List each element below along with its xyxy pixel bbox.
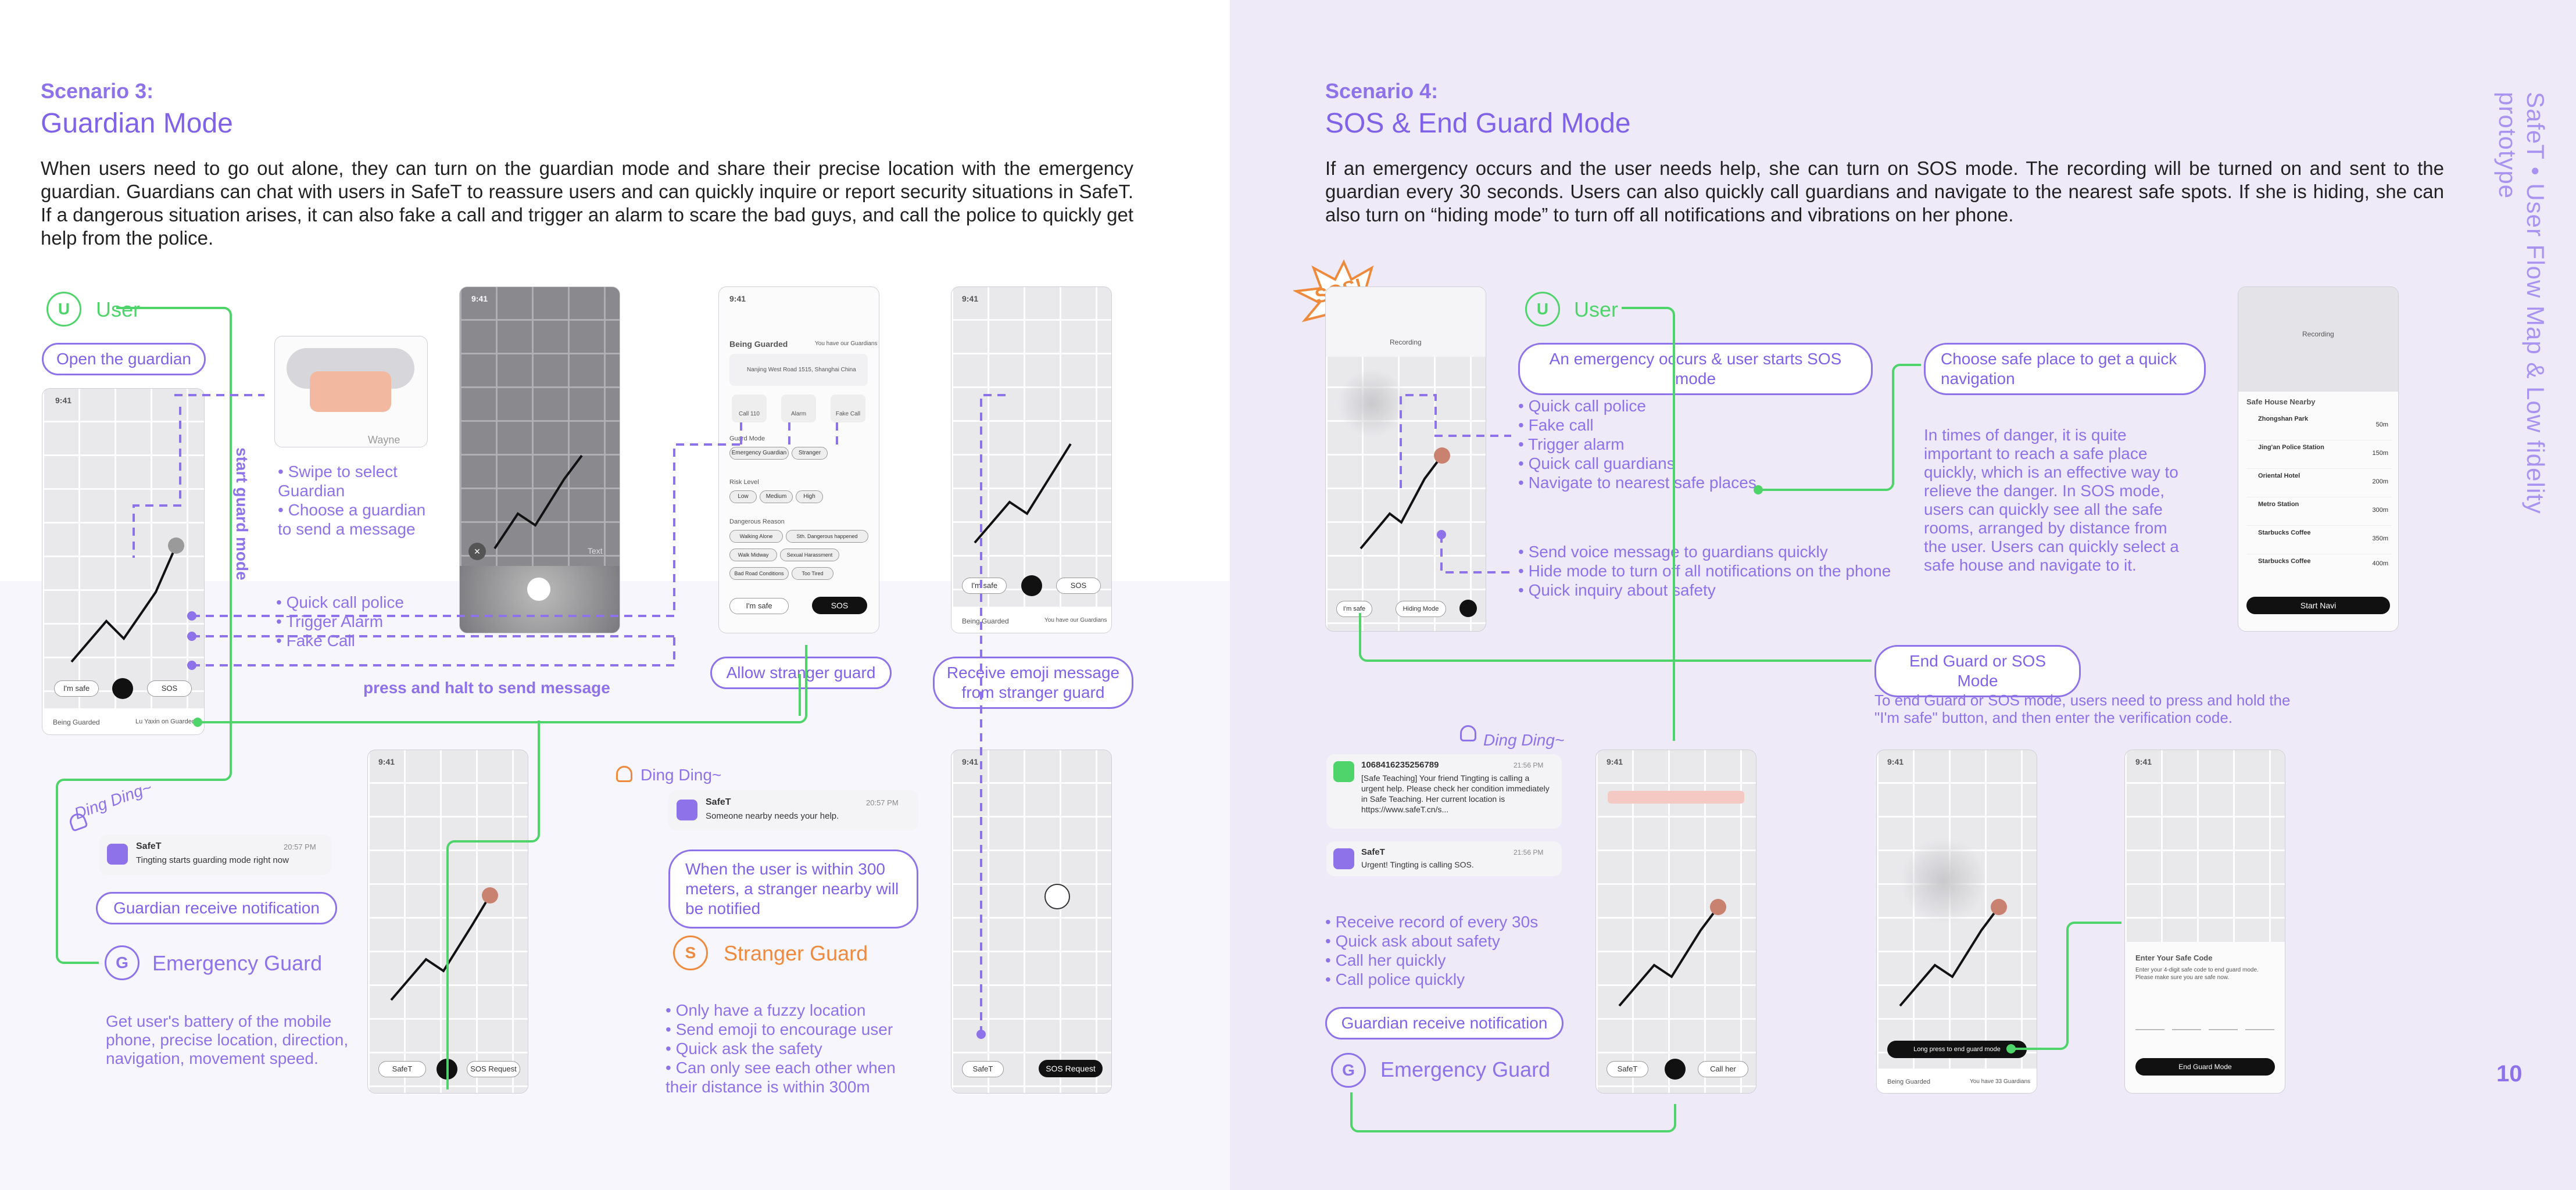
user-role-label: User [96,298,141,321]
emergency-occurs-pill: An emergency occurs & user starts SOS mo… [1518,343,1873,395]
stranger-role-icon: S [673,935,708,970]
phone-safe-house-list: Recording Safe House Nearby Zhongshan Pa… [2238,286,2399,632]
allow-stranger-guard-pill: Allow stranger guard [710,657,892,689]
safet-sos-notification: SafeT 21:56 PM Urgent! Tingting is calli… [1326,841,1562,876]
guardian-receive-notification-pill: Guardian receive notification [96,892,337,924]
long-press-end-button[interactable]: Long press to end guard mode [1887,1041,2027,1058]
microphone-button[interactable] [112,678,133,699]
scenario-3-label: Scenario 3: [41,79,154,103]
fake-call-button[interactable]: Fake Call [831,395,865,422]
safe-code-input[interactable] [2135,1029,2275,1030]
quick-action-bullets: Quick call police Trigger Alarm Fake Cal… [276,593,468,650]
open-the-guardian-pill: Open the guardian [42,343,206,375]
phone-user-end-guard: 9:41 Long press to end guard mode Being … [1876,750,2037,1094]
sos-feature-bullets: Quick call police Fake call Trigger alar… [1518,396,1768,492]
voice-bullets: Send voice message to guardians quickly … [1518,542,1925,600]
call-110-button[interactable]: Call 110 [732,395,767,422]
ding-ding-label-2: Ding Ding~ [641,766,722,784]
phone-sos-mode: Recording I'm safe Hiding Mode [1325,286,1486,632]
alarm-button[interactable]: Alarm [781,395,816,422]
cancel-icon[interactable]: ✕ [468,543,486,560]
user-role-label-right: User [1574,298,1619,321]
phone-map-home: 9:41 I'm safe SOS Being Guarded Lu Yaxin… [42,388,205,735]
safet-app-icon [107,844,128,865]
end-guard-mode-button[interactable]: End Guard Mode [2135,1058,2275,1076]
ding-ding-label-right: Ding Ding~ [1483,731,1565,749]
emergency-guard-label-right: Emergency Guard [1380,1058,1551,1081]
sos-button[interactable]: SOS [147,680,192,697]
choose-safe-place-pill: Choose safe place to get a quick navigat… [1924,343,2206,395]
im-safe-button[interactable]: I'm safe [54,680,99,697]
receive-emoji-pill: Receive emoji message from stranger guar… [933,657,1133,709]
guardian-role-icon: G [105,945,139,980]
safet-app-icon [677,800,697,820]
phone-map-stranger: 9:41 I'm safe SOS Being Guarded You have… [951,286,1112,633]
safet-app-icon [1333,848,1354,869]
guardian-mode-description: When users need to go out alone, they ca… [41,157,1133,249]
end-guard-description: To end Guard or SOS mode, users need to … [1874,691,2291,726]
sos-mode-description: If an emergency occurs and the user need… [1325,157,2444,225]
phone-guard-settings: 9:41 Being Guarded You have our Guardian… [718,286,879,633]
start-guard-mode-label: start guard mode [233,447,251,580]
safe-place-explanation: In times of danger, it is quite importan… [1924,426,2179,574]
bell-icon-right [1460,725,1476,741]
notification-stranger-help: SafeT 20:57 PM Someone nearby needs your… [668,790,918,831]
document-vertical-title: SafeT • User Flow Map & Low fidelity pro… [2494,92,2549,514]
phone-guardian-sos: 9:41 SafeT Call her [1595,750,1756,1094]
guardian-mode-title: Guardian Mode [41,108,233,139]
scenario-4-label: Scenario 4: [1325,79,1439,103]
phone-recording: 9:41 ✕ Text [459,286,620,633]
guardian-receive-bullets: Receive record of every 30s Quick ask ab… [1325,912,1558,989]
being-guarded-status: Being Guarded [53,718,100,726]
swipe-bullets: Swipe to select Guardian Choose a guardi… [278,462,435,539]
emoji-avatar[interactable] [1044,884,1070,909]
guardian-receive-notification-pill-right: Guardian receive notification [1325,1007,1564,1040]
within-300-pill: When the user is within 300 meters, a st… [668,850,918,929]
phone-stranger-map: 9:41 SafeT SOS Request [951,750,1112,1094]
swipe-hand-icon [310,371,391,412]
being-guarded-right: Lu Yaxin on Guarded [135,718,195,725]
stranger-guard-label: Stranger Guard [724,941,868,965]
guardian-role-icon-right: G [1331,1053,1366,1088]
user-role-icon: U [46,292,81,327]
sos-end-guard-title: SOS & End Guard Mode [1325,108,1631,139]
microphone-icon[interactable] [527,578,550,601]
notification-guard-start: SafeT 20:57 PM Tingting starts guarding … [99,834,331,875]
emergency-guard-label: Emergency Guard [152,951,323,975]
phone-guardian-view: 9:41 SafeT SOS Request [367,750,528,1094]
start-navi-button[interactable]: Start Navi [2246,597,2390,614]
phone-swipe-guardian: Wayne Scienc [274,336,428,447]
phone-safe-code: 9:41 Enter Your Safe Code Enter your 4-d… [2124,750,2285,1094]
bell-icon-orange [616,766,632,782]
user-role-icon-right: U [1525,292,1560,327]
route-line [70,537,184,663]
sms-notification: 1068416235256789 21:56 PM [Safe Teaching… [1326,754,1562,829]
sos-alert-banner [1608,791,1744,804]
end-guard-pill: End Guard or SOS Mode [1874,645,2081,697]
stranger-bullets: Only have a fuzzy location Send emoji to… [666,1001,910,1096]
message-app-icon [1333,761,1354,782]
press-halt-label: press and halt to send message [363,679,610,697]
page-number: 10 [2496,1061,2523,1087]
emergency-guard-description: Get user's battery of the mobile phone, … [106,1012,349,1067]
